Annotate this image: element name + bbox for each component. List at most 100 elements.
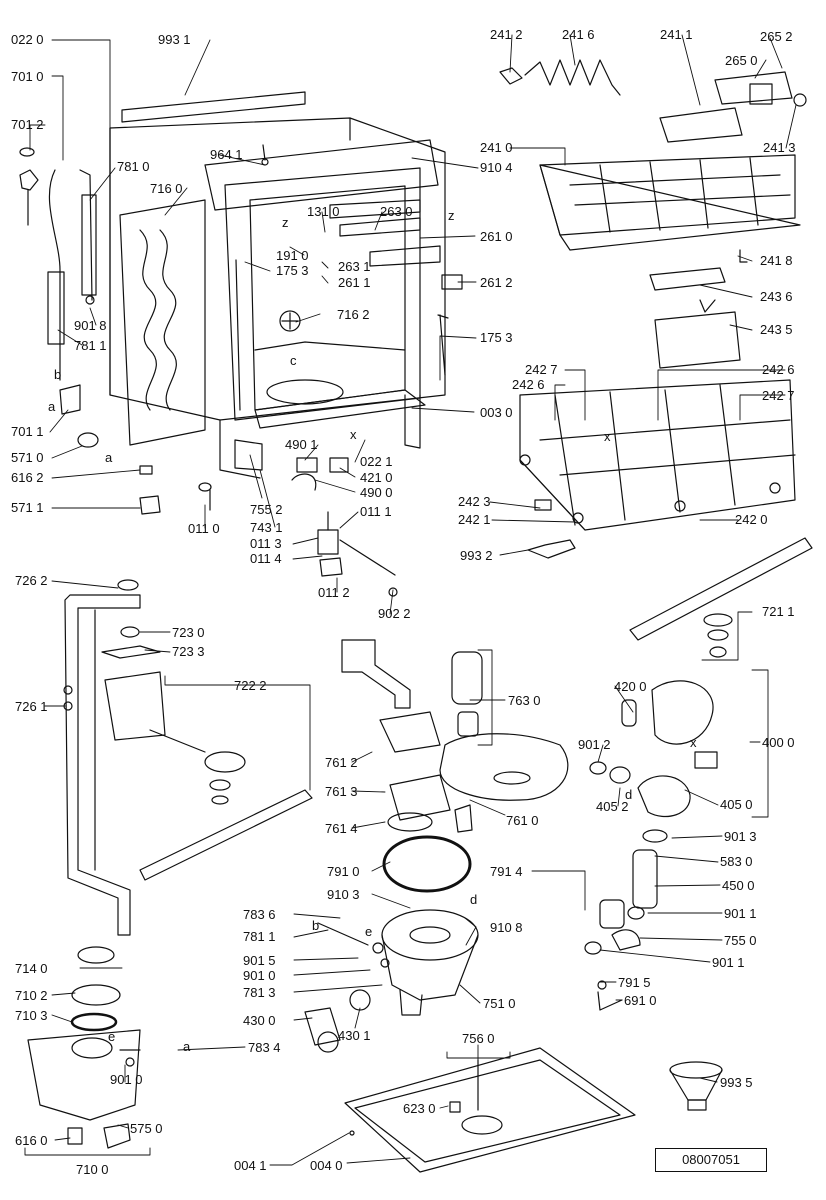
part-label-191-0: 191 0: [276, 248, 309, 263]
connector-letter-x: x: [690, 735, 697, 750]
softener-assembly: [27, 946, 141, 1149]
part-label-022-0: 022 0: [11, 32, 44, 47]
part-label-901-1-upper: 901 1: [724, 906, 757, 921]
part-label-791-0: 791 0: [327, 864, 360, 879]
connector-letter-x: x: [350, 427, 357, 442]
part-label-241-0: 241 0: [480, 140, 513, 155]
part-label-761-3: 761 3: [325, 784, 358, 799]
sump-assembly: [304, 639, 718, 1053]
part-label-022-1: 022 1: [360, 454, 393, 469]
part-label-616-2: 616 2: [11, 470, 44, 485]
part-label-571-0: 571 0: [11, 450, 44, 465]
connector-letter-z: z: [448, 208, 455, 223]
part-label-993-5: 993 5: [720, 1075, 753, 1090]
part-label-755-0: 755 0: [724, 933, 757, 948]
part-label-781-1-lower: 781 1: [243, 929, 276, 944]
base-frame: [344, 1047, 723, 1173]
part-label-241-2: 241 2: [490, 27, 523, 42]
part-label-716-0: 716 0: [150, 181, 183, 196]
part-label-901-3: 901 3: [724, 829, 757, 844]
part-label-175-3-top: 175 3: [276, 263, 309, 278]
part-label-901-0-mid: 901 0: [243, 968, 276, 983]
part-label-490-0: 490 0: [360, 485, 393, 500]
part-label-901-0-lower: 901 0: [110, 1072, 143, 1087]
part-label-004-1: 004 1: [234, 1158, 267, 1173]
part-label-420-0: 420 0: [614, 679, 647, 694]
part-label-011-3: 011 3: [250, 536, 282, 551]
part-label-242-3: 242 3: [458, 494, 491, 509]
part-label-726-2: 726 2: [15, 573, 48, 588]
part-label-722-2: 722 2: [234, 678, 267, 693]
part-label-421-0: 421 0: [360, 470, 393, 485]
part-label-011-2: 011 2: [318, 585, 350, 600]
connector-letter-a: a: [105, 450, 113, 465]
part-label-910-4: 910 4: [480, 160, 513, 175]
part-label-761-0: 761 0: [506, 813, 539, 828]
part-label-743-1: 743 1: [250, 520, 283, 535]
part-label-716-2: 716 2: [337, 307, 370, 322]
part-label-691-0: 691 0: [624, 993, 657, 1008]
connector-letter-z: z: [282, 215, 289, 230]
part-label-993-2: 993 2: [460, 548, 493, 563]
part-label-761-2: 761 2: [325, 755, 358, 770]
connector-letter-c: c: [290, 353, 297, 368]
connector-letter-a: a: [183, 1039, 191, 1054]
part-label-175-3-right: 175 3: [480, 330, 513, 345]
part-label-763-0: 763 0: [508, 693, 541, 708]
part-label-430-0: 430 0: [243, 1013, 276, 1028]
part-label-723-3: 723 3: [172, 644, 205, 659]
part-label-575-0: 575 0: [130, 1121, 163, 1136]
part-label-241-3: 241 3: [763, 140, 796, 155]
part-label-710-2: 710 2: [15, 988, 48, 1003]
part-label-761-4: 761 4: [325, 821, 358, 836]
part-label-721-1: 721 1: [762, 604, 795, 619]
connector-letter-e: e: [108, 1029, 116, 1044]
part-label-011-0: 011 0: [188, 521, 220, 536]
part-label-003-0: 003 0: [480, 405, 513, 420]
part-label-964-1: 964 1: [210, 147, 243, 162]
part-label-265-0: 265 0: [725, 53, 758, 68]
part-label-011-4: 011 4: [250, 551, 282, 566]
part-label-723-0: 723 0: [172, 625, 205, 640]
part-label-714-0: 714 0: [15, 961, 48, 976]
part-label-583-0: 583 0: [720, 854, 753, 869]
part-label-701-2: 701 2: [11, 117, 44, 132]
part-label-430-1: 430 1: [338, 1028, 371, 1043]
connector-letter-d: d: [470, 892, 478, 907]
connector-letter-b: b: [312, 918, 320, 933]
part-label-623-0: 623 0: [403, 1101, 436, 1116]
rack-assembly: [499, 59, 807, 559]
part-label-242-0: 242 0: [735, 512, 768, 527]
part-label-783-4: 783 4: [248, 1040, 281, 1055]
part-label-004-0: 004 0: [310, 1158, 343, 1173]
part-label-265-2: 265 2: [760, 29, 793, 44]
part-label-993-1: 993 1: [158, 32, 191, 47]
part-label-011-1: 011 1: [360, 504, 392, 519]
part-label-791-4: 791 4: [490, 864, 523, 879]
part-label-701-1: 701 1: [11, 424, 44, 439]
connector-letter-x: x: [604, 429, 611, 444]
part-label-241-8: 241 8: [760, 253, 793, 268]
part-label-261-1: 261 1: [338, 275, 371, 290]
part-label-242-7-left: 242 7: [525, 362, 558, 377]
part-label-751-0: 751 0: [483, 996, 516, 1011]
part-label-450-0: 450 0: [722, 878, 755, 893]
part-label-901-2: 901 2: [578, 737, 611, 752]
part-label-242-1: 242 1: [458, 512, 491, 527]
part-label-131-0: 131 0: [307, 204, 340, 219]
part-label-781-1-upper: 781 1: [74, 338, 107, 353]
part-label-242-6-left: 242 6: [512, 377, 545, 392]
drawing-code-box: 08007051: [655, 1148, 767, 1172]
part-label-241-6: 241 6: [562, 27, 595, 42]
part-label-726-1: 726 1: [15, 699, 48, 714]
part-label-756-0: 756 0: [462, 1031, 495, 1046]
part-label-241-1: 241 1: [660, 27, 693, 42]
part-label-783-6: 783 6: [243, 907, 276, 922]
part-label-243-6: 243 6: [760, 289, 793, 304]
part-label-242-6-right: 242 6: [762, 362, 795, 377]
part-label-901-8: 901 8: [74, 318, 107, 333]
part-label-781-0: 781 0: [117, 159, 150, 174]
part-label-781-3: 781 3: [243, 985, 276, 1000]
